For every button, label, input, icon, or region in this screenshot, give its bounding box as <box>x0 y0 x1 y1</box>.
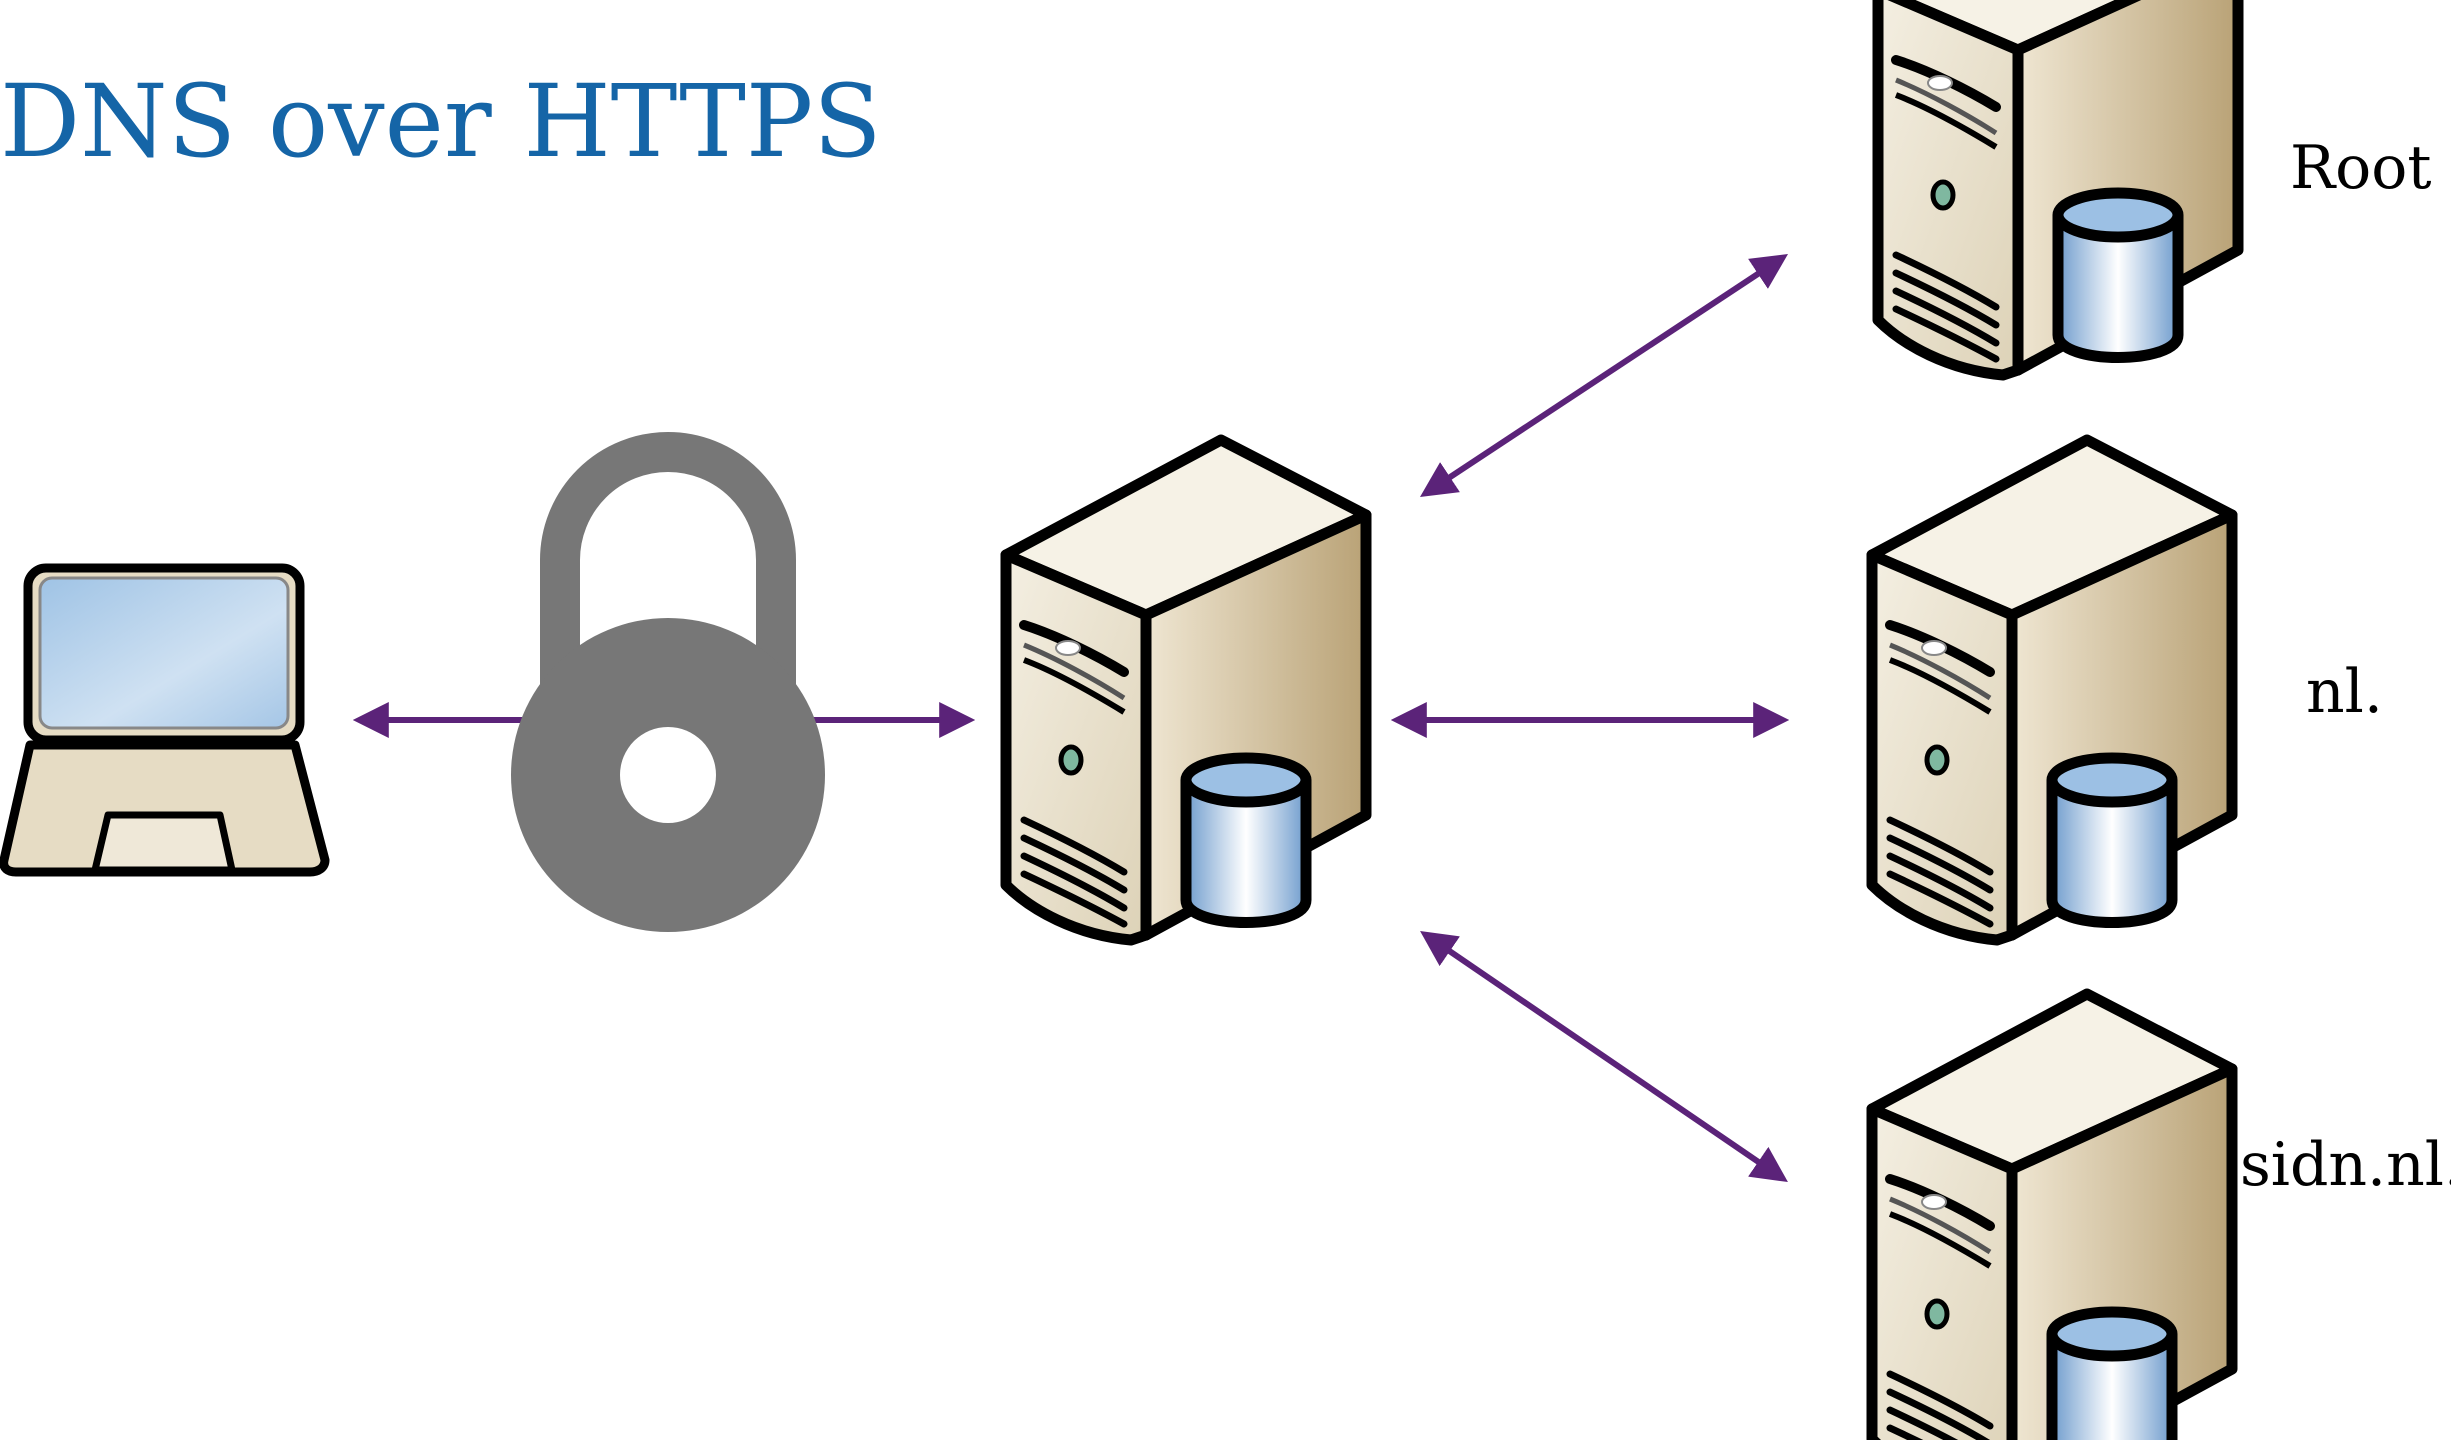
root-server-icon <box>1878 0 2238 375</box>
resolver-server-icon <box>1006 440 1366 940</box>
padlock-icon <box>511 432 825 932</box>
server-label-sidn: sidn.nl. <box>2240 1130 2451 1200</box>
sidn-server-icon <box>1872 994 2232 1440</box>
page-title: DNS over HTTPS <box>0 63 882 180</box>
server-label-root: Root <box>2290 133 2432 203</box>
laptop-icon <box>0 563 330 877</box>
server-label-nl: nl. <box>2306 657 2383 727</box>
nl-server-icon <box>1872 440 2232 940</box>
arrow-resolver-sidn <box>1420 930 1788 1183</box>
arrow-resolver-root <box>1419 254 1789 497</box>
